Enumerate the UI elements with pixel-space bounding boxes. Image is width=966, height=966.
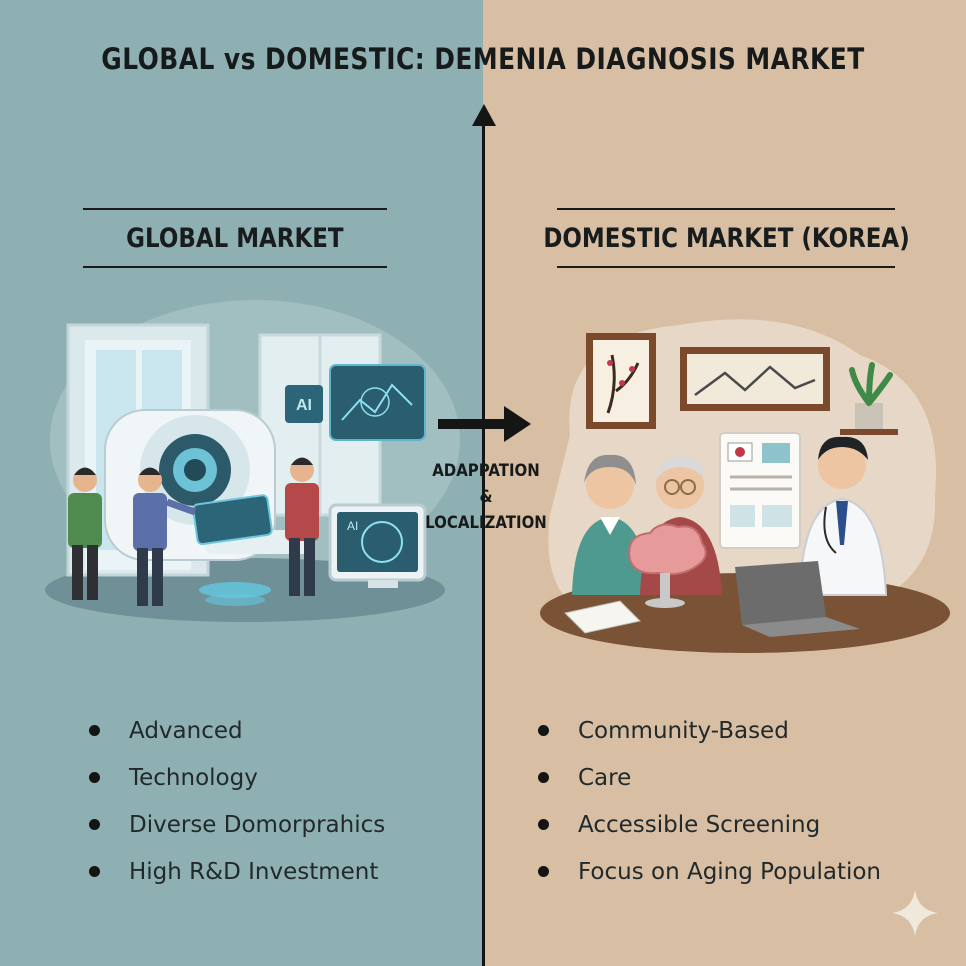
bullet-text: Diverse Domorprahics	[129, 812, 386, 838]
bullet-icon	[89, 772, 100, 783]
bullet-text: Accessible Screening	[578, 812, 821, 838]
list-item: Advanced	[89, 712, 385, 759]
researcher-red-icon	[285, 457, 319, 596]
divider-arrow-icon	[472, 104, 496, 126]
list-item: Care	[538, 759, 881, 806]
center-divider	[482, 122, 485, 966]
bullet-icon	[89, 725, 100, 736]
paper-document-icon	[563, 600, 642, 634]
adaptation-localization-label: ADAPPATION & LOCALIZATION	[417, 458, 554, 536]
bullet-icon	[538, 866, 549, 877]
bullet-text: Care	[578, 765, 632, 791]
flow-label-line1: ADAPPATION	[432, 461, 540, 481]
list-item: Diverse Domorprahics	[89, 806, 385, 853]
global-bullet-list: Advanced Technology Diverse Domorprahics…	[89, 712, 385, 900]
tablet-brain-scan-icon	[192, 494, 273, 546]
domestic-bullet-list: Community-Based Care Accessible Screenin…	[538, 712, 881, 900]
flow-label-line2: & LOCALIZATION	[425, 487, 547, 533]
ai-screen-label: AI	[296, 397, 312, 414]
potted-plant-icon	[840, 362, 898, 435]
brain-model-icon	[628, 523, 707, 608]
laptop-icon	[735, 561, 860, 637]
list-item: High R&D Investment	[89, 853, 385, 900]
main-title: GLOBAL vs DOMESTIC: DEMENIA DIAGNOSIS MA…	[101, 42, 865, 76]
domestic-market-heading: DOMESTIC MARKET (KOREA)	[543, 208, 909, 268]
global-lab-illustration: AI AI	[45, 300, 460, 622]
bullet-icon	[538, 725, 549, 736]
bullet-text: High R&D Investment	[129, 859, 379, 885]
plum-blossom-frame-icon	[586, 333, 656, 429]
bullet-text: Focus on Aging Population	[578, 859, 882, 885]
list-item: Focus on Aging Population	[538, 853, 881, 900]
flow-arrow-icon	[438, 406, 531, 442]
bullet-text: Advanced	[129, 718, 243, 744]
domestic-heading-text: DOMESTIC MARKET (KOREA)	[542, 222, 910, 254]
global-heading-text: GLOBAL MARKET	[126, 222, 344, 254]
elderly-woman-icon	[572, 454, 648, 595]
sparkle-icon	[892, 890, 938, 936]
bullet-icon	[89, 819, 100, 830]
list-item: Technology	[89, 759, 385, 806]
list-item: Accessible Screening	[538, 806, 881, 853]
global-market-heading: GLOBAL MARKET	[83, 208, 387, 268]
bullet-text: Community-Based	[578, 718, 789, 744]
ai-screen-icon: AI	[285, 385, 323, 423]
bullet-icon	[538, 819, 549, 830]
bullet-text: Technology	[129, 765, 258, 791]
ai-monitor-label: AI	[347, 519, 358, 533]
doctor-icon	[798, 436, 888, 596]
researcher-green-icon	[68, 467, 102, 600]
list-item: Community-Based	[538, 712, 881, 759]
bullet-icon	[538, 772, 549, 783]
researcher-blue-icon	[133, 467, 197, 606]
landscape-painting-frame-icon	[680, 347, 830, 411]
domestic-clinic-illustration	[540, 319, 950, 653]
bullet-icon	[89, 866, 100, 877]
ai-monitor-icon: AI	[328, 503, 427, 588]
data-dashboard-icon	[329, 364, 426, 441]
screening-chart-icon	[719, 432, 801, 549]
